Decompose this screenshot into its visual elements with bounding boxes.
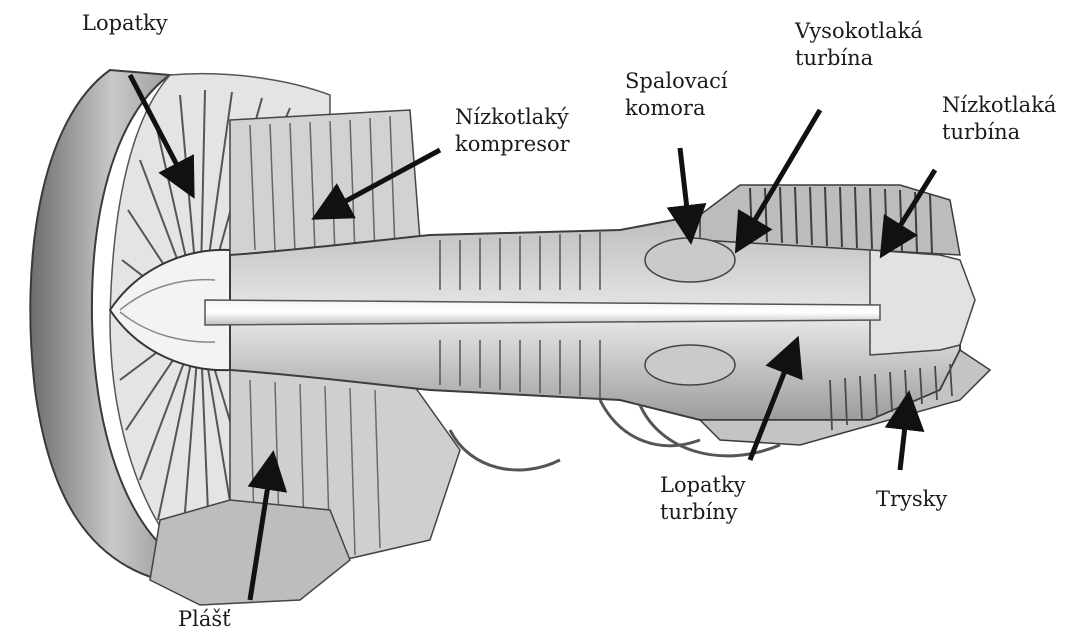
label-lopatky-text: Lopatky (82, 10, 168, 37)
label-trysky: Trysky (876, 486, 947, 513)
label-lopatky-turbiny: Lopatky turbíny (660, 472, 746, 526)
label-nizkotlaka-turbina: Nízkotlaká turbína (942, 92, 1056, 146)
label-nizkotlaka-line1: Nízkotlaká (942, 92, 1056, 119)
label-nizkotlaky-kompresor: Nízkotlaký kompresor (455, 104, 570, 158)
label-vysokotlaka-line1: Vysokotlaká (795, 18, 923, 45)
label-spalovaci-komora: Spalovací komora (625, 68, 728, 122)
label-lopatky-turbiny-line2: turbíny (660, 499, 746, 526)
label-lopatky-turbiny-line1: Lopatky (660, 472, 746, 499)
label-nizkotlaka-line2: turbína (942, 119, 1056, 146)
label-trysky-text: Trysky (876, 486, 947, 513)
combustion-chamber (645, 238, 735, 282)
label-vysokotlaka-line2: turbína (795, 45, 923, 72)
label-lopatky: Lopatky (82, 10, 168, 37)
label-vysokotlaka-turbina: Vysokotlaká turbína (795, 18, 923, 72)
label-plast-text: Plášť (178, 606, 231, 633)
label-spalovaci-line1: Spalovací (625, 68, 728, 95)
low-pressure-compressor (230, 110, 420, 260)
main-shaft (205, 300, 880, 325)
label-nizkotlaky-line1: Nízkotlaký (455, 104, 570, 131)
label-spalovaci-line2: komora (625, 95, 728, 122)
exhaust-section (870, 250, 975, 355)
label-nizkotlaky-line2: kompresor (455, 131, 570, 158)
label-plast: Plášť (178, 606, 231, 633)
